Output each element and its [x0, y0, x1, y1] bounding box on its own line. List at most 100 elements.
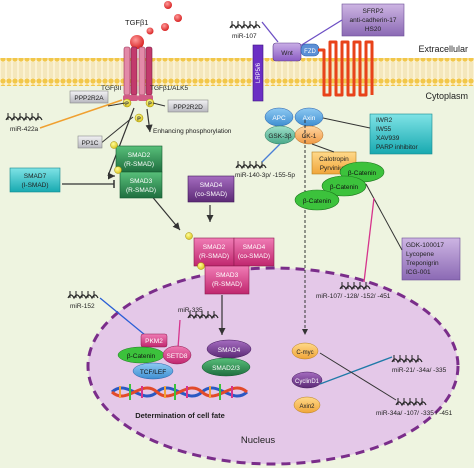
complex-phosphate: [185, 232, 193, 240]
nucleus-envelope: [86, 266, 460, 466]
ck1-node: [294, 125, 324, 145]
enhancing-label: Enhancing phosphorylation: [153, 128, 232, 135]
smad7-box: [9, 167, 61, 193]
complex-smad2-label: SMAD2: [203, 244, 226, 251]
phospho-label: P: [125, 102, 129, 108]
calotropin-line2: Pyrvinium: [320, 165, 349, 172]
smad2-sub: (R-SMAD): [124, 161, 154, 168]
pkm2-box: [140, 333, 168, 348]
smad-phosphate: [114, 166, 122, 174]
mir-107-link: [261, 21, 279, 43]
mir-140-label: miR-140-3p/ -155-5p: [235, 172, 295, 179]
mir-422a-label: miR-422a: [10, 126, 39, 133]
smad7-label: SMAD7: [24, 173, 47, 180]
gdk-line3: Treponigrin: [406, 260, 439, 267]
axin2-label: Axin2: [299, 404, 315, 410]
smad2-rsmad-box: [115, 145, 163, 173]
complex-smad4-sub: (co-SMAD): [238, 253, 270, 260]
mir-107-hairpin: [229, 21, 261, 30]
smad-complex: [193, 237, 275, 295]
axin2-node: [293, 396, 321, 414]
smad4-sub: (co-SMAD): [195, 191, 227, 198]
apc-label: APC: [272, 115, 286, 122]
nuclear-smad23-label: SMAD2/3: [212, 365, 240, 372]
cyclind1-label: CyclinD1: [295, 379, 320, 385]
mir-335-hairpin: [187, 311, 219, 320]
cmyc-node: [291, 342, 319, 360]
ck1-label: CK-1: [302, 133, 317, 140]
bcat-cyto-label: β-Catenin: [303, 198, 332, 205]
iwr2-box: [369, 113, 433, 155]
tgfb1-label: TGFβ1: [125, 18, 148, 27]
iwr2-line1: IWR2: [376, 117, 393, 124]
fzd-receptor: [300, 40, 374, 97]
fzd-label: FZD: [304, 49, 316, 55]
mir-422a-hairpin: [5, 113, 43, 122]
mir-152-link: [99, 297, 146, 336]
ppp2r2d-label: PPP2R2D: [173, 104, 203, 111]
gdk-line1: GDK-100017: [406, 242, 444, 249]
setd8-node: [162, 345, 192, 365]
phospho-label: P: [148, 102, 152, 108]
cytoplasm-label: Cytoplasm: [425, 91, 468, 101]
iwr2-link: [322, 117, 371, 129]
smad2-label: SMAD2: [128, 152, 151, 159]
mir-152-label: miR-152: [70, 303, 95, 310]
smad7-sub: (I-SMAD): [21, 182, 48, 189]
pp1c-box: [77, 135, 103, 149]
smad4-cosmad-box: [187, 175, 235, 203]
mir-107-label: miR-107: [232, 33, 257, 40]
setd8-label: SETD8: [167, 353, 188, 360]
mir-21-label: miR-21/ -34a/ -335: [392, 367, 447, 374]
mir-335-link: [177, 319, 181, 349]
extracellular-label: Extracellular: [418, 44, 468, 54]
complex-phosphate: [197, 262, 205, 270]
smad-phosphate: [110, 141, 118, 149]
bcat-cyto-label: β-Catenin: [348, 170, 377, 177]
mir-152-hairpin: [67, 291, 99, 300]
sfrp2-box: [341, 3, 405, 37]
lrp-receptor: [252, 44, 264, 102]
mir-107set-link: [363, 197, 375, 283]
complex-smad3-sub: (R-SMAD): [212, 281, 242, 288]
iwr2-line2: IW55: [376, 126, 392, 133]
bcat-cyto-label: β-Catenin: [330, 184, 359, 191]
mir-34a-link: [319, 352, 397, 401]
mir-140-link: [261, 143, 281, 163]
tgfb1-ligands: [130, 1, 182, 49]
mir-107set-label: miR-107/ -128/ -152/ -451: [316, 293, 391, 300]
smad3-rsmad-box: [119, 171, 163, 199]
smad3-sub: (R-SMAD): [126, 187, 156, 194]
ppp2r2a-box: [69, 90, 109, 104]
mir-335-label: miR-335: [178, 307, 203, 314]
gdk-link: [365, 183, 403, 251]
cyclind1-node: [291, 371, 323, 389]
iwr2-line3: XAV939: [376, 135, 400, 142]
tgfb-connectors: [39, 99, 226, 335]
mir-34a-hairpin: [395, 398, 427, 407]
ppp2r2d-box: [167, 99, 209, 113]
pp1c-label: PP1C: [82, 140, 99, 147]
mir-140-hairpin: [235, 161, 267, 170]
bcat-cyto-node: [294, 189, 340, 211]
bcat-cyto-node: [321, 175, 367, 197]
alk5-label: TGFβ1/ALK5: [150, 85, 188, 92]
cell-fate-label: Determination of cell fate: [135, 411, 225, 420]
gdk-line4: ICG-001: [406, 269, 431, 276]
gsk3b-label: GSK-3β: [268, 133, 292, 140]
gdk-line2: Lycopene: [406, 251, 434, 258]
mir-21-hairpin: [391, 355, 423, 364]
complex-smad3-label: SMAD3: [216, 272, 239, 279]
smad4-label: SMAD4: [200, 182, 223, 189]
tcf-lef-label: TCF/LEF: [140, 369, 166, 376]
mir-21-link: [319, 356, 393, 385]
complex-smad4-label: SMAD4: [243, 244, 266, 251]
gdk-box: [401, 237, 461, 281]
receptor-phosphates: [122, 98, 155, 123]
calotropin-link: [311, 143, 335, 153]
sfrp2-link: [299, 19, 343, 47]
pkm2-label: PKM2: [145, 338, 163, 345]
wnt-label: Wnt: [281, 50, 293, 57]
iwr2-line4: PARP inhibitor: [376, 144, 419, 151]
